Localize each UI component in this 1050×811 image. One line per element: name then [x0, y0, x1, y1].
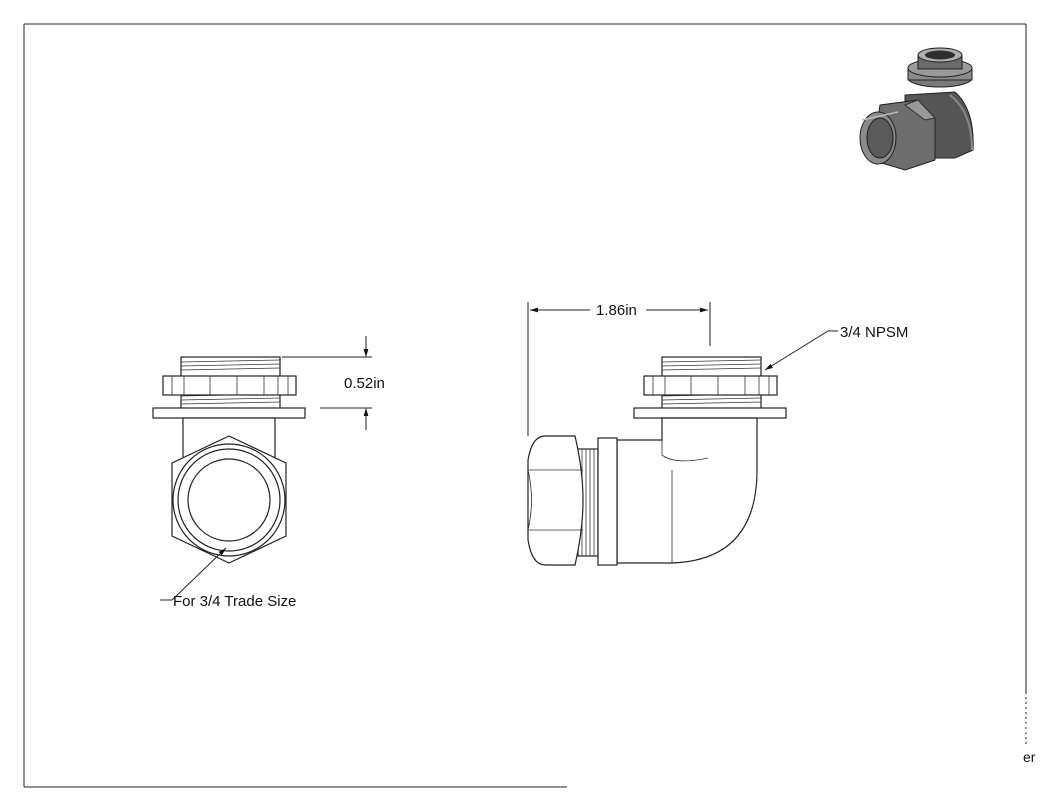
side-view: [527, 330, 838, 566]
trade-size-callout: For 3/4 Trade Size: [173, 593, 296, 610]
height-dimension-label: 0.52in: [344, 375, 385, 392]
isometric-thumbnail: [859, 47, 974, 171]
height-dimension: [282, 336, 372, 430]
corner-text-fragment: er: [1023, 749, 1036, 765]
thread-callout: 3/4 NPSM: [840, 324, 908, 341]
drawing-border: [23, 23, 1027, 788]
end-view: [152, 356, 306, 601]
length-dimension-label: 1.86in: [596, 302, 637, 319]
length-dimension: [527, 302, 711, 436]
